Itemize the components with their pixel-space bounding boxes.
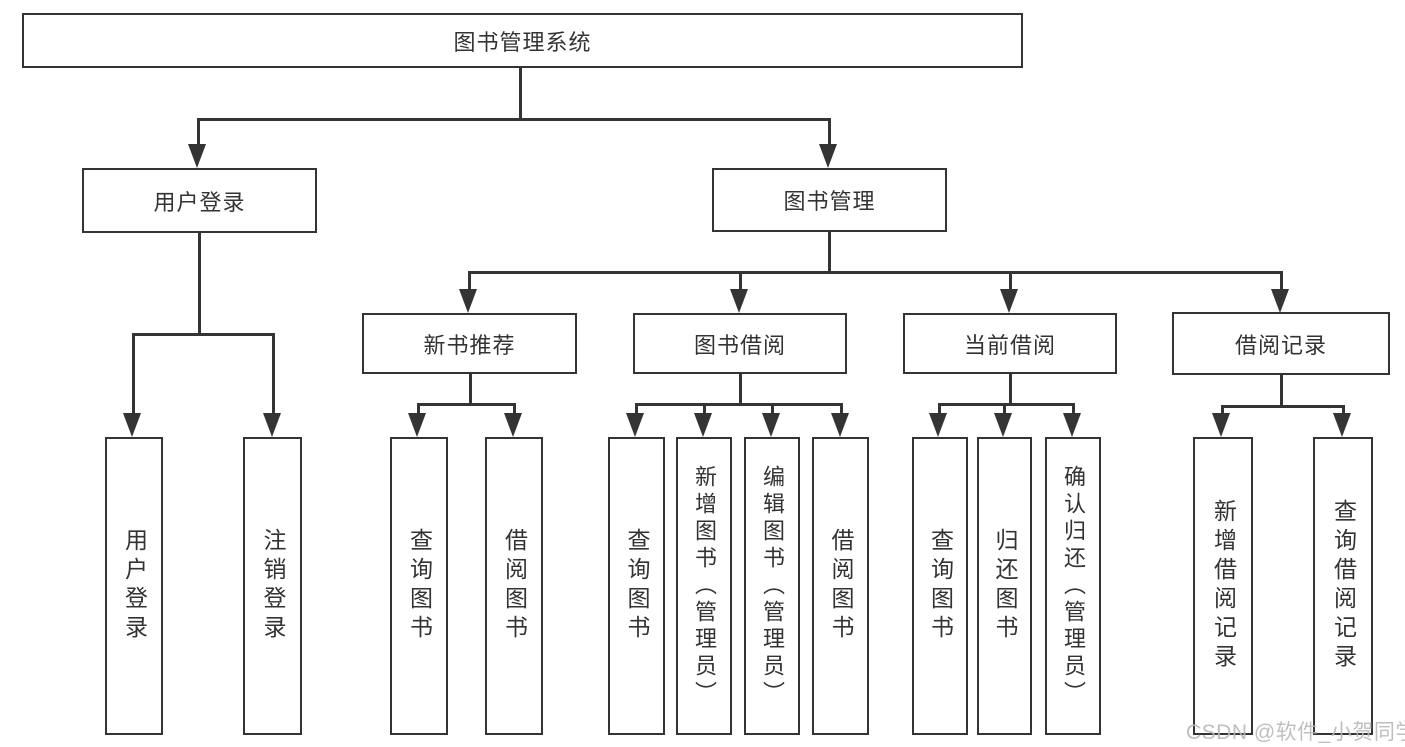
leaf-borrow-books-recommend: 借阅图书 bbox=[485, 437, 543, 735]
connector-line bbox=[1072, 403, 1075, 417]
node-label: 新书推荐 bbox=[423, 332, 516, 358]
leaf-label: 查询图书 bbox=[927, 528, 954, 644]
arrowhead-down-icon bbox=[730, 289, 748, 313]
connector-line bbox=[132, 333, 135, 413]
arrowhead-down-icon bbox=[123, 413, 141, 437]
arrowhead-down-icon bbox=[1212, 413, 1230, 437]
leaf-add-borrow-record: 新增借阅记录 bbox=[1193, 437, 1253, 735]
arrowhead-down-icon bbox=[994, 413, 1012, 437]
node-book-borrow: 图书借阅 bbox=[633, 313, 847, 374]
connector-line bbox=[771, 403, 774, 417]
connector-line bbox=[1009, 271, 1012, 293]
leaf-borrow-books: 借阅图书 bbox=[812, 437, 869, 735]
connector-line bbox=[1342, 405, 1345, 417]
connector-line bbox=[828, 118, 831, 146]
node-book-management: 图书管理 bbox=[712, 168, 947, 232]
connector-line bbox=[635, 403, 638, 417]
leaf-return-books: 归还图书 bbox=[977, 437, 1032, 735]
arrowhead-down-icon bbox=[626, 413, 644, 437]
leaf-query-books-current: 查询图书 bbox=[912, 437, 968, 735]
arrowhead-down-icon bbox=[1000, 289, 1018, 313]
arrowhead-down-icon bbox=[819, 144, 837, 168]
node-new-book-recommend: 新书推荐 bbox=[362, 313, 577, 374]
node-current-borrow: 当前借阅 bbox=[903, 313, 1117, 374]
connector-line bbox=[513, 403, 516, 417]
leaf-query-books-recommend: 查询图书 bbox=[390, 437, 448, 735]
leaf-label: 借阅图书 bbox=[828, 528, 854, 644]
connector-line bbox=[739, 374, 742, 405]
arrowhead-down-icon bbox=[504, 413, 522, 437]
connector-line bbox=[1280, 375, 1283, 407]
node-label: 图书借阅 bbox=[693, 332, 786, 358]
connector-line bbox=[133, 333, 274, 336]
leaf-add-books-admin: 新增图书（管理员） bbox=[676, 437, 732, 735]
node-library-management-system: 图书管理系统 bbox=[22, 13, 1023, 68]
connector-line bbox=[1009, 374, 1012, 405]
connector-line bbox=[739, 271, 742, 293]
arrowhead-down-icon bbox=[1063, 413, 1081, 437]
connector-line bbox=[468, 271, 471, 293]
leaf-label: 用户登录 bbox=[121, 528, 148, 644]
arrowhead-down-icon bbox=[831, 413, 849, 437]
arrowhead-down-icon bbox=[263, 413, 281, 437]
arrowhead-down-icon bbox=[408, 413, 426, 437]
leaf-label: 确认归还（管理员） bbox=[1061, 464, 1086, 708]
connector-line bbox=[519, 68, 522, 118]
csdn-watermark: CSDN @软件_小贺同学 bbox=[1186, 721, 1405, 744]
connector-line bbox=[1222, 405, 1344, 408]
leaf-logout: 注销登录 bbox=[243, 437, 302, 735]
connector-line bbox=[1221, 405, 1224, 417]
connector-line bbox=[939, 403, 1074, 406]
connector-line bbox=[1280, 271, 1283, 293]
node-label: 图书管理 bbox=[783, 189, 876, 214]
leaf-label: 新增借阅记录 bbox=[1210, 499, 1237, 673]
connector-line bbox=[272, 333, 275, 413]
node-borrow-records: 借阅记录 bbox=[1172, 312, 1390, 375]
leaf-label: 查询借阅记录 bbox=[1330, 499, 1357, 673]
arrowhead-down-icon bbox=[1333, 413, 1351, 437]
arrowhead-down-icon bbox=[1271, 289, 1289, 313]
node-label: 用户登录 bbox=[153, 189, 246, 215]
leaf-query-books-borrow: 查询图书 bbox=[608, 437, 665, 735]
arrowhead-down-icon bbox=[694, 413, 712, 437]
connector-line bbox=[703, 403, 706, 417]
node-label: 图书管理系统 bbox=[453, 29, 592, 55]
connector-line bbox=[469, 271, 1282, 274]
leaf-edit-books-admin: 编辑图书（管理员） bbox=[744, 437, 800, 735]
arrowhead-down-icon bbox=[459, 289, 477, 313]
connector-line bbox=[417, 403, 420, 417]
leaf-label: 归还图书 bbox=[992, 528, 1018, 644]
leaf-label: 编辑图书（管理员） bbox=[760, 464, 785, 708]
connector-line bbox=[198, 118, 831, 121]
leaf-label: 注销登录 bbox=[260, 528, 286, 644]
arrowhead-down-icon bbox=[188, 144, 206, 168]
leaf-label: 查询图书 bbox=[624, 528, 650, 644]
arrowhead-down-icon bbox=[762, 413, 780, 437]
connector-line bbox=[469, 374, 472, 405]
leaf-label: 借阅图书 bbox=[501, 528, 528, 644]
connector-line bbox=[828, 232, 831, 273]
connector-line bbox=[1003, 403, 1006, 417]
connector-line bbox=[840, 403, 843, 417]
connector-line bbox=[418, 403, 515, 406]
leaf-user-login: 用户登录 bbox=[105, 437, 163, 735]
arrowhead-down-icon bbox=[929, 413, 947, 437]
leaf-label: 查询图书 bbox=[406, 528, 433, 644]
leaf-confirm-return-admin: 确认归还（管理员） bbox=[1045, 437, 1101, 735]
node-user-login: 用户登录 bbox=[82, 168, 317, 233]
connector-line bbox=[198, 233, 201, 335]
leaf-query-borrow-record: 查询借阅记录 bbox=[1313, 437, 1373, 735]
leaf-label: 新增图书（管理员） bbox=[692, 464, 717, 708]
node-label: 当前借阅 bbox=[963, 332, 1056, 358]
connector-line bbox=[938, 403, 941, 417]
connector-line bbox=[636, 403, 843, 406]
node-label: 借阅记录 bbox=[1234, 332, 1327, 358]
connector-line bbox=[197, 118, 200, 146]
